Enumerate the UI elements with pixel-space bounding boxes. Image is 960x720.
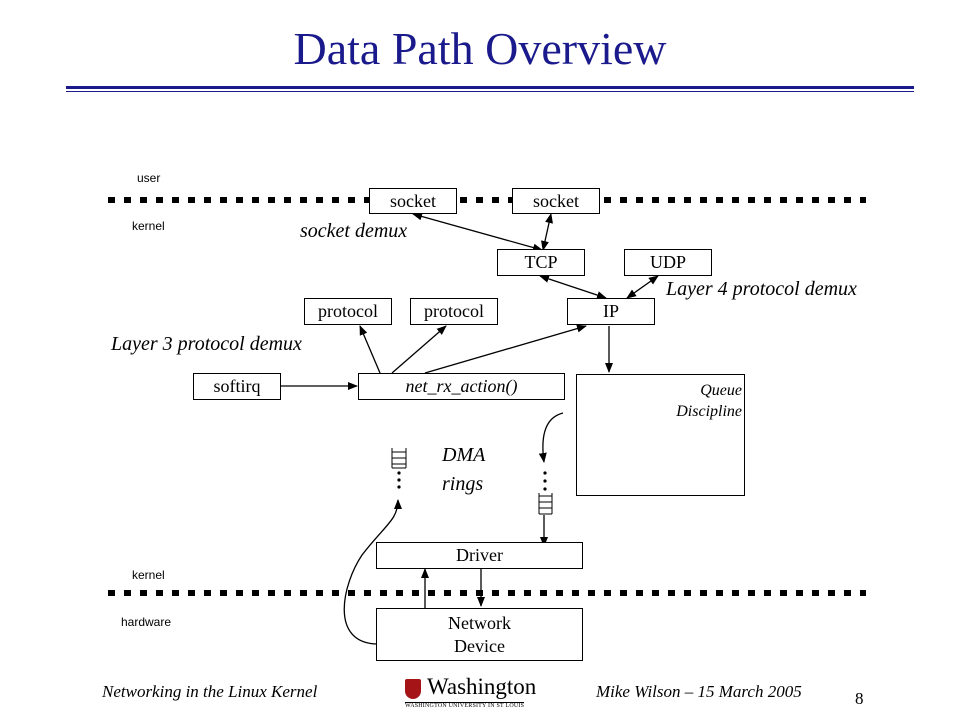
protocol-box-left: protocol <box>304 298 392 325</box>
socket-demux-label: socket demux <box>300 220 408 242</box>
network-device-label-2: Device <box>454 635 505 656</box>
udp-box: UDP <box>624 249 712 276</box>
tx-dma-ring <box>538 493 553 515</box>
network-device-label-1: Network <box>448 612 511 633</box>
ip-box: IP <box>567 298 655 325</box>
queue-discipline-label-2: Discipline <box>676 403 742 420</box>
page-title: Data Path Overview <box>293 23 667 74</box>
kernel-label-bottom: kernel <box>132 568 165 582</box>
driver-box: Driver <box>376 542 583 569</box>
tcp-box: TCP <box>497 249 585 276</box>
layer3-demux-label: Layer 3 protocol demux <box>111 333 302 355</box>
title-underline-thin <box>66 91 914 92</box>
user-label: user <box>137 171 161 185</box>
network-device-box: Network Device <box>376 608 583 661</box>
title-underline <box>66 86 914 89</box>
footer-left: Networking in the Linux Kernel <box>102 682 318 701</box>
page-number: 8 <box>855 689 864 708</box>
layer4-demux-label: Layer 4 protocol demux <box>666 278 857 300</box>
hardware-label: hardware <box>121 615 172 629</box>
socket-box-right: socket <box>512 188 600 214</box>
rx-dma-ring <box>391 448 407 469</box>
socket-box-left: socket <box>369 188 457 214</box>
shield-icon <box>405 679 421 699</box>
kernel-label-top: kernel <box>132 219 165 233</box>
net-rx-action-box: net_rx_action() <box>358 373 565 400</box>
dma-label-2: rings <box>442 473 484 495</box>
queue-discipline-label-1: Queue <box>700 382 742 399</box>
queue-discipline-box: Queue Discipline <box>576 374 745 496</box>
footer-right: Mike Wilson – 15 March 2005 <box>596 682 802 701</box>
softirq-box: softirq <box>193 373 281 400</box>
dma-label-1: DMA <box>442 444 486 466</box>
logo-sub: WASHINGTON UNIVERSITY IN ST LOUIS <box>405 702 525 709</box>
logo-name: Washington <box>427 674 537 699</box>
protocol-box-right: protocol <box>410 298 498 325</box>
